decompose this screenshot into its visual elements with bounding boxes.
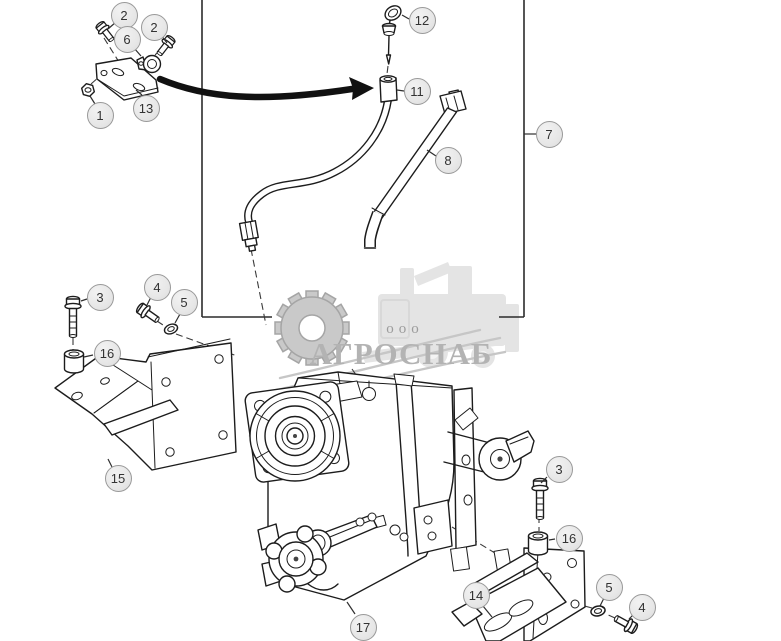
callout-5[interactable]: 5 xyxy=(170,288,198,316)
callout-4[interactable]: 4 xyxy=(628,593,656,621)
watermark-combine-silhouette xyxy=(362,262,519,368)
output-yoke-part xyxy=(443,407,535,481)
callout-16[interactable]: 16 xyxy=(555,524,583,552)
callout-3[interactable]: 3 xyxy=(86,283,114,311)
callout-3[interactable]: 3 xyxy=(545,455,573,483)
inset-frame xyxy=(201,0,525,318)
filler-tube-hose-part xyxy=(238,75,398,252)
callout-11[interactable]: 11 xyxy=(403,77,431,105)
callout-15[interactable]: 15 xyxy=(104,464,132,492)
callout-2[interactable]: 2 xyxy=(110,1,138,29)
clamp-6-part xyxy=(136,54,162,74)
gearbox-assembly-part xyxy=(244,371,535,601)
callout-1[interactable]: 1 xyxy=(86,101,114,129)
callout-2[interactable]: 2 xyxy=(140,13,168,41)
breather-hose-part xyxy=(363,89,467,249)
watermark-graphic: ооо АГРОСНАБ xyxy=(248,262,519,438)
clamp-bracket-parts xyxy=(80,18,178,101)
watermark-org-prefix: ооо xyxy=(386,321,424,337)
callout-16[interactable]: 16 xyxy=(93,339,121,367)
callout-4[interactable]: 4 xyxy=(143,273,171,301)
bracket-15-part xyxy=(54,338,237,471)
direction-arrow xyxy=(156,75,374,101)
watermark-gear xyxy=(274,290,350,366)
dipstick-part xyxy=(381,5,402,65)
callout-5[interactable]: 5 xyxy=(595,573,623,601)
pto-flange-part xyxy=(257,523,339,593)
callout-leader-lines xyxy=(80,14,635,620)
callout-13[interactable]: 13 xyxy=(132,94,160,122)
callout-14[interactable]: 14 xyxy=(462,581,490,609)
callout-17[interactable]: 17 xyxy=(349,613,377,641)
mounting-flange-part xyxy=(244,381,350,483)
left-mount-parts xyxy=(54,295,237,471)
callout-12[interactable]: 12 xyxy=(408,6,436,34)
watermark-org-name: АГРОСНАБ xyxy=(310,336,493,371)
callout-8[interactable]: 8 xyxy=(434,146,462,174)
callout-6[interactable]: 6 xyxy=(113,25,141,53)
callout-7[interactable]: 7 xyxy=(535,120,563,148)
